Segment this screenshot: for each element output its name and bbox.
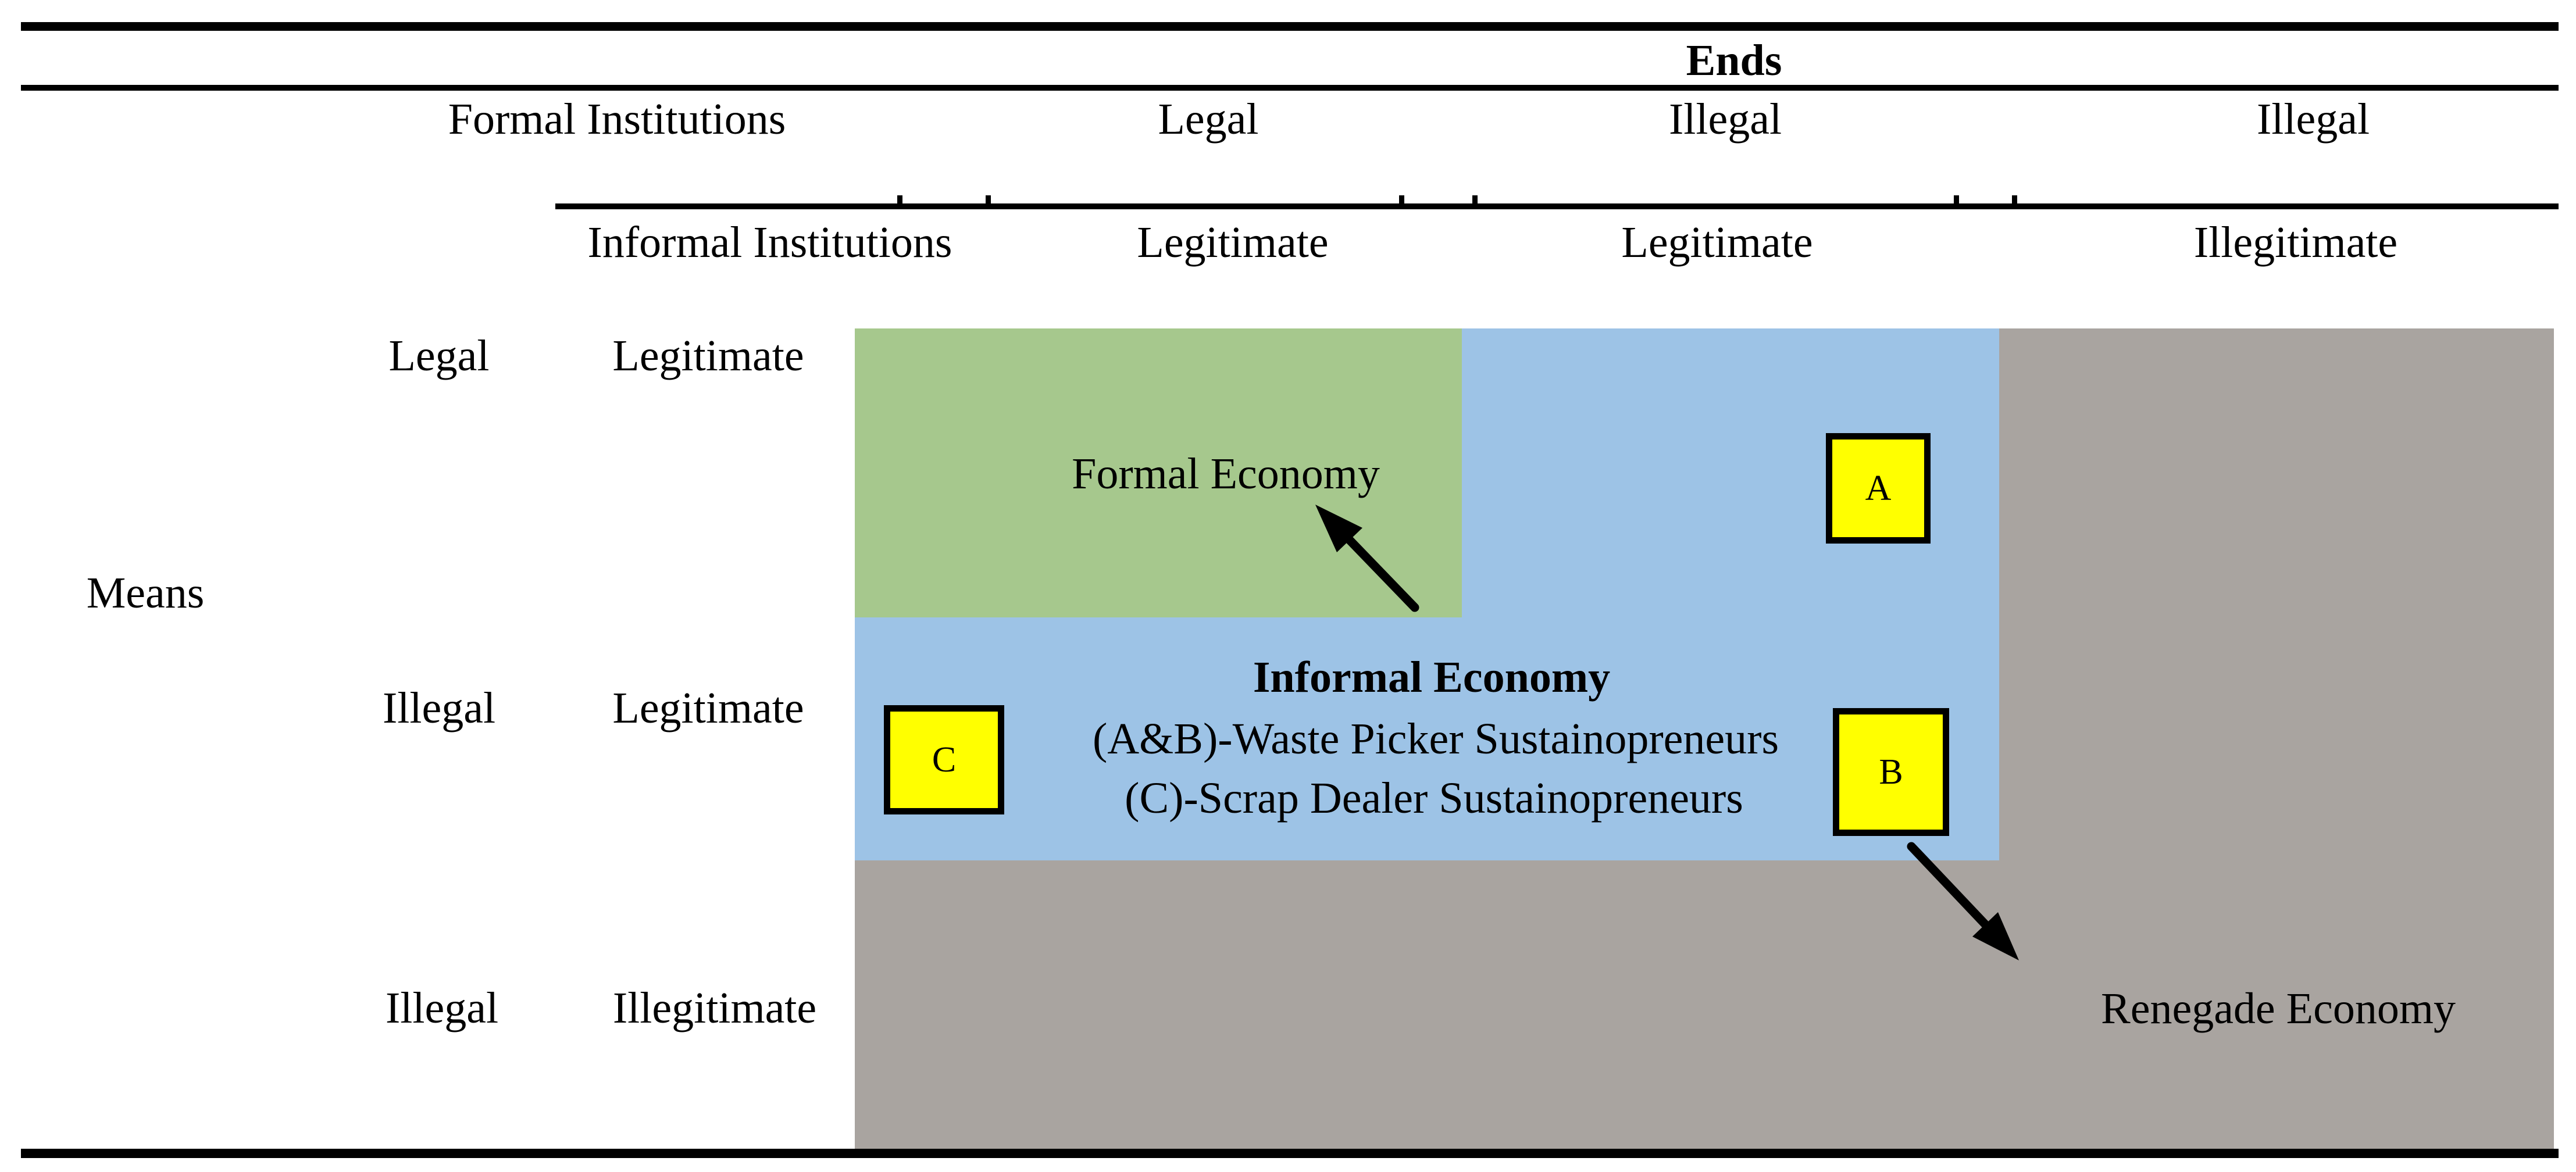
marker-box-a: A <box>1826 433 1931 544</box>
column-tick <box>1472 195 1478 204</box>
ends-header: Ends <box>1686 36 1782 85</box>
ends-col-legitimate-1: Legitimate <box>1137 218 1329 267</box>
formal-economy-label: Formal Economy <box>1072 449 1380 498</box>
ends-col-illegal-1: Illegal <box>1668 95 1782 144</box>
column-tick <box>1399 195 1404 204</box>
marker-a-label: A <box>1865 468 1892 508</box>
marker-box-b: B <box>1833 708 1949 836</box>
means-row2-informal: Legitimate <box>612 684 804 732</box>
marker-b-label: B <box>1879 752 1903 792</box>
marker-box-c: C <box>884 705 1004 814</box>
ends-underline <box>21 85 2559 91</box>
ends-col-legal: Legal <box>1158 95 1259 144</box>
column-tick <box>1954 195 1959 204</box>
renegade-economy-label: Renegade Economy <box>2101 984 2456 1033</box>
ends-col-illegitimate: Illegitimate <box>2193 218 2398 267</box>
means-row3-formal: Illegal <box>385 984 499 1032</box>
ends-col-legitimate-2: Legitimate <box>1621 218 1813 267</box>
top-border-line <box>21 22 2559 31</box>
column-tick <box>897 195 902 204</box>
informal-economy-waste-picker-line: (A&B)-Waste Picker Sustainopreneurs <box>1092 714 1779 763</box>
column-tick <box>986 195 991 204</box>
informal-institutions-overline <box>555 203 2559 209</box>
informal-economy-scrap-dealer-line: (C)-Scrap Dealer Sustainopreneurs <box>1125 774 1743 823</box>
formal-institutions-label: Formal Institutions <box>448 95 786 144</box>
means-row1-formal: Legal <box>388 331 490 380</box>
means-header: Means <box>86 569 205 617</box>
means-row3-informal: Illegitimate <box>612 984 817 1032</box>
column-tick <box>2012 195 2017 204</box>
marker-c-label: C <box>932 739 957 780</box>
means-row2-formal: Illegal <box>382 684 496 732</box>
means-row1-informal: Legitimate <box>612 331 804 380</box>
bottom-border-line <box>21 1149 2559 1158</box>
informal-institutions-label: Informal Institutions <box>587 218 952 267</box>
informal-economy-title: Informal Economy <box>1253 653 1611 702</box>
ends-col-illegal-2: Illegal <box>2256 95 2370 144</box>
